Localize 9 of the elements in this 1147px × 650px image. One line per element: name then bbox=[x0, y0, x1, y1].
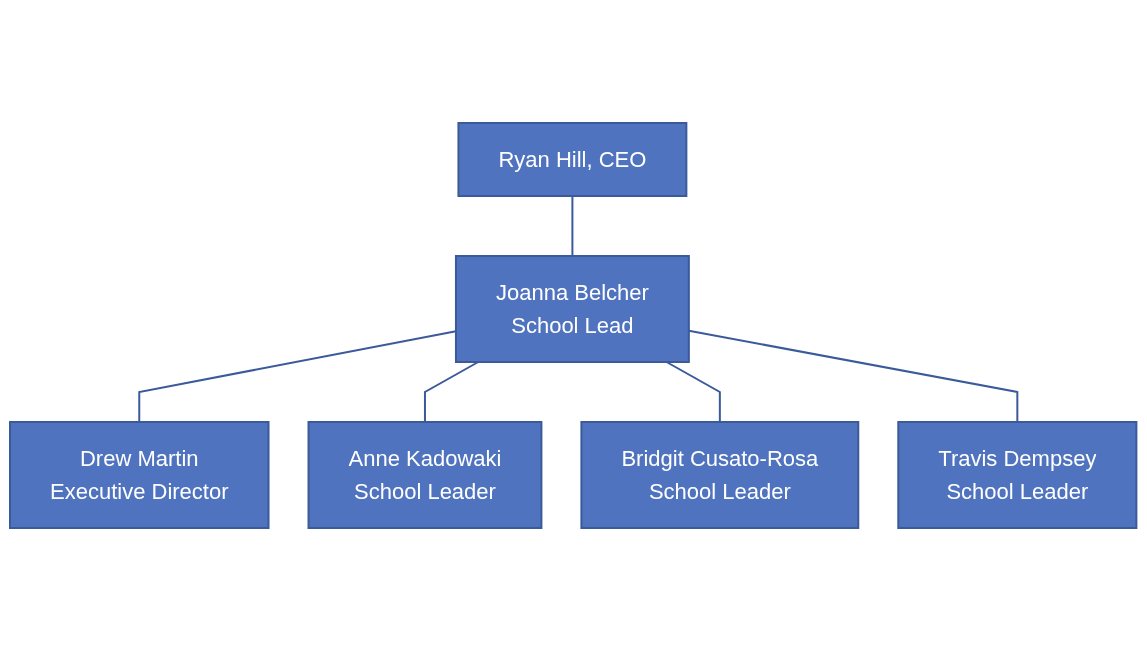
connector bbox=[424, 360, 480, 423]
node-box: Joanna Belcher School Lead bbox=[455, 254, 691, 363]
node-box: Ryan Hill, CEO bbox=[457, 121, 688, 197]
connector bbox=[571, 194, 574, 257]
node-box: Anne Kadowaki School Leader bbox=[307, 420, 543, 529]
node-box: Drew Martin Executive Director bbox=[9, 420, 270, 529]
node-box: Bridgit Cusato-Rosa School Leader bbox=[580, 420, 860, 529]
connector bbox=[665, 360, 722, 423]
node-box: Travis Dempsey School Leader bbox=[897, 420, 1138, 529]
